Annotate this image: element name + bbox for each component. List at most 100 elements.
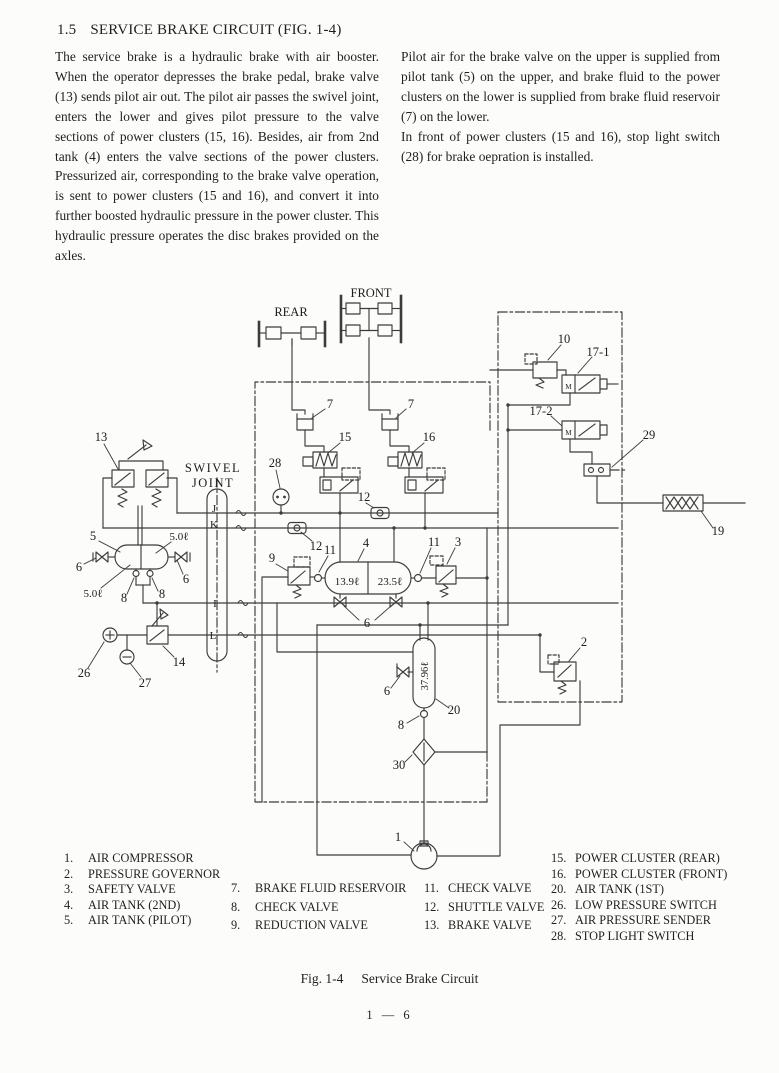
label-capacity-pilot-2: 5.0ℓ xyxy=(83,588,102,600)
figure-caption: Fig. 1-4 Service Brake Circuit xyxy=(0,971,779,987)
legend-item: 4.AIR TANK (2ND) xyxy=(64,897,181,912)
label-6: 6 xyxy=(76,560,82,574)
power-cluster-rear-symbol xyxy=(302,451,361,494)
stop-light-switch-symbol xyxy=(272,488,290,506)
label-6: 6 xyxy=(183,572,189,586)
solenoid-valve-17-1-symbol xyxy=(561,374,608,394)
safety-valve-symbol xyxy=(429,555,457,598)
label-front: FRONT xyxy=(351,286,392,300)
label-port-l: L xyxy=(210,630,217,642)
legend-item: 1.AIR COMPRESSOR xyxy=(64,851,194,865)
label-19: 19 xyxy=(712,524,725,538)
label-swivel: SWIVEL xyxy=(185,461,241,475)
legend-column-4: 15.POWER CLUSTER (REAR) 16.POWER CLUSTER… xyxy=(551,851,727,945)
legend-item: 2.PRESSURE GOVERNOR xyxy=(64,866,221,881)
legend-column-3: 11.CHECK VALVE 12.SHUTTLE VALVE 13.BRAKE… xyxy=(424,879,544,935)
label-11: 11 xyxy=(428,535,440,549)
intro-paragraph-left: The service brake is a hydraulic brake w… xyxy=(55,49,379,264)
section-number: 1.5 xyxy=(57,22,77,38)
label-port-k: K xyxy=(210,519,218,531)
label-port-i: I xyxy=(213,598,217,610)
air-horn-symbol xyxy=(662,494,704,512)
label-7: 7 xyxy=(327,397,333,411)
air-pressure-sender-symbol xyxy=(119,649,135,665)
pipe-break-marks xyxy=(235,510,249,638)
legend-item: 12.SHUTTLE VALVE xyxy=(424,899,545,914)
piping-lines xyxy=(102,337,746,857)
air-compressor-symbol xyxy=(410,840,438,870)
label-11: 11 xyxy=(324,543,336,557)
label-8: 8 xyxy=(121,591,127,605)
legend-item: 7.BRAKE FLUID RESERVOIR xyxy=(231,881,407,895)
label-capacity-pilot: 5.0ℓ xyxy=(169,531,188,543)
label-4: 4 xyxy=(363,536,370,550)
legend-column-2: 7.BRAKE FLUID RESERVOIR 8.CHECK VALVE 9.… xyxy=(231,879,406,935)
label-joint: JOINT xyxy=(192,476,234,490)
rear-axle-symbol xyxy=(257,320,327,348)
brake-valve-symbol xyxy=(111,439,169,508)
legend-item: 28.STOP LIGHT SWITCH xyxy=(551,928,695,943)
low-pressure-switch-symbol xyxy=(102,627,118,643)
figure-title: Service Brake Circuit xyxy=(361,971,479,986)
front-axle-symbol xyxy=(339,294,403,344)
label-port-j: J xyxy=(212,503,217,515)
legend-item: 15.POWER CLUSTER (REAR) xyxy=(551,851,720,865)
label-capacity-2nd-a: 13.9ℓ xyxy=(335,576,360,588)
legend-item: 27.AIR PRESSURE SENDER xyxy=(551,913,711,928)
label-6: 6 xyxy=(384,684,390,698)
label-29: 29 xyxy=(643,428,656,442)
label-8: 8 xyxy=(398,718,404,732)
paragraph-pilot-air: Pilot air for the brake valve on the upp… xyxy=(401,49,720,124)
page-number: 1 — 6 xyxy=(366,1008,413,1022)
legend-column-1: 1.AIR COMPRESSOR 2.PRESSURE GOVERNOR 3.S… xyxy=(64,851,220,929)
label-9: 9 xyxy=(269,551,275,565)
intro-paragraph-right: Pilot air for the brake valve on the upp… xyxy=(401,47,720,166)
label-12: 12 xyxy=(310,539,323,553)
figure-number: Fig. 1-4 xyxy=(300,971,344,986)
label-1: 1 xyxy=(395,830,401,844)
label-16: 16 xyxy=(423,430,436,444)
legend-item: 3.SAFETY VALVE xyxy=(64,882,176,897)
pilot-tank-symbol xyxy=(92,544,191,578)
label-20: 20 xyxy=(448,703,461,717)
valve-29-symbol xyxy=(583,463,611,477)
section-title: 1.5 SERVICE BRAKE CIRCUIT (FIG. 1-4) xyxy=(57,22,342,39)
label-27: 27 xyxy=(139,676,152,690)
label-solenoid-m: M xyxy=(565,429,572,437)
label-leaders xyxy=(83,344,714,852)
label-17-2: 17-2 xyxy=(530,404,553,418)
reduction-valve-symbol xyxy=(287,556,311,599)
label-30: 30 xyxy=(393,758,406,772)
label-6: 6 xyxy=(364,616,370,630)
label-28: 28 xyxy=(269,456,282,470)
label-8: 8 xyxy=(159,587,165,601)
governor-valve-symbol xyxy=(524,353,558,389)
label-capacity-2nd-b: 23.5ℓ xyxy=(378,576,403,588)
label-12: 12 xyxy=(358,490,371,504)
label-10: 10 xyxy=(558,332,571,346)
swivel-joint-symbol xyxy=(206,488,228,662)
section-heading: SERVICE BRAKE CIRCUIT (FIG. 1-4) xyxy=(90,22,342,38)
label-15: 15 xyxy=(339,430,352,444)
solenoid-valve-17-2-symbol xyxy=(561,420,608,440)
diagram-labels: 1 3 SWIVEL JOINT 5 5.0ℓ 5.0ℓ 6 6 8 8 26 2… xyxy=(76,286,724,844)
legend-item: 8.CHECK VALVE xyxy=(231,899,339,914)
paragraph-stop-light: In front of power clusters (15 and 16), … xyxy=(401,128,720,164)
drain-valve-symbol xyxy=(412,738,436,766)
chassis-boundary xyxy=(216,311,627,803)
pipe-junctions xyxy=(155,403,542,637)
power-cluster-front-symbol xyxy=(387,451,446,494)
label-capacity-1st: 37.96ℓ xyxy=(420,662,431,691)
label-3: 3 xyxy=(455,535,461,549)
label-26: 26 xyxy=(78,666,91,680)
pressure-governor-symbol xyxy=(547,654,577,695)
label-5: 5 xyxy=(90,529,96,543)
shuttle-valve-symbols xyxy=(287,506,390,535)
legend-item: 13.BRAKE VALVE xyxy=(424,918,532,933)
legend-item: 20.AIR TANK (1ST) xyxy=(551,882,664,897)
horn-valve-symbol xyxy=(146,608,169,645)
legend-item: 11.CHECK VALVE xyxy=(424,881,532,895)
air-tank-1st-symbol xyxy=(396,637,436,719)
